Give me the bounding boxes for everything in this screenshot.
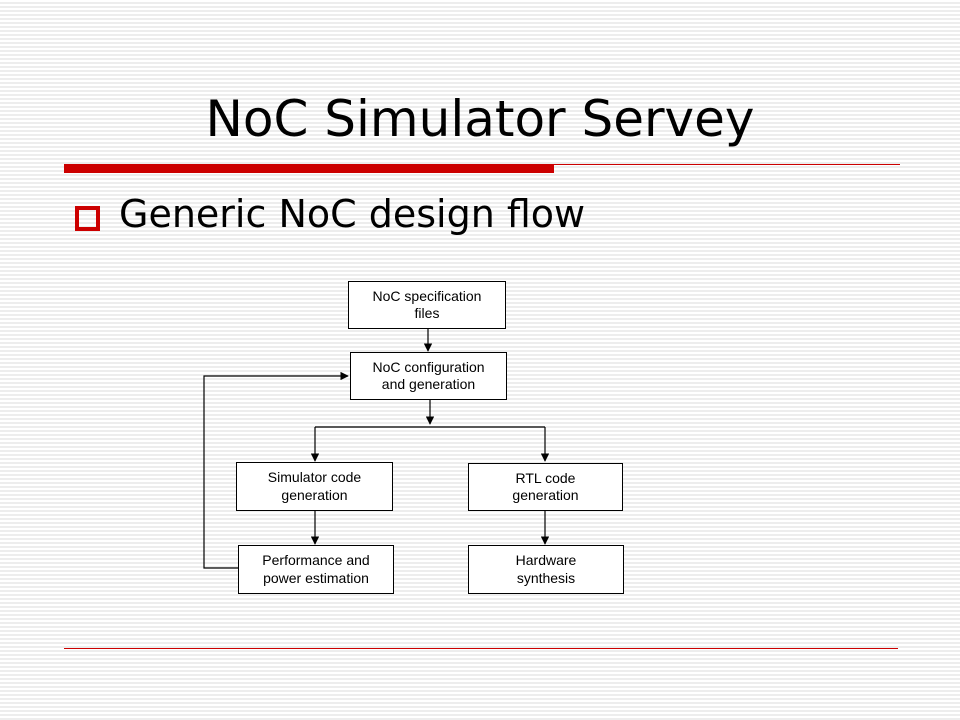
arrow-feedback-loop	[203, 371, 349, 569]
node-spec-files: NoC specification files	[348, 281, 506, 329]
node-rtl-code: RTL code generation	[468, 463, 623, 511]
node-config-generation: NoC configuration and generation	[350, 352, 507, 400]
bullet-text: Generic NoC design flow	[119, 192, 586, 236]
footer-accent-line	[64, 648, 898, 649]
node-performance-power: Performance and power estimation	[238, 545, 394, 594]
bullet-square-icon	[75, 206, 100, 231]
slide-title: NoC Simulator Servey	[205, 90, 755, 148]
node-hardware-synthesis: Hardware synthesis	[468, 545, 624, 594]
node-simulator-code: Simulator code generation	[236, 462, 393, 511]
title-accent-bar	[64, 164, 554, 173]
title-accent-line	[554, 164, 900, 165]
